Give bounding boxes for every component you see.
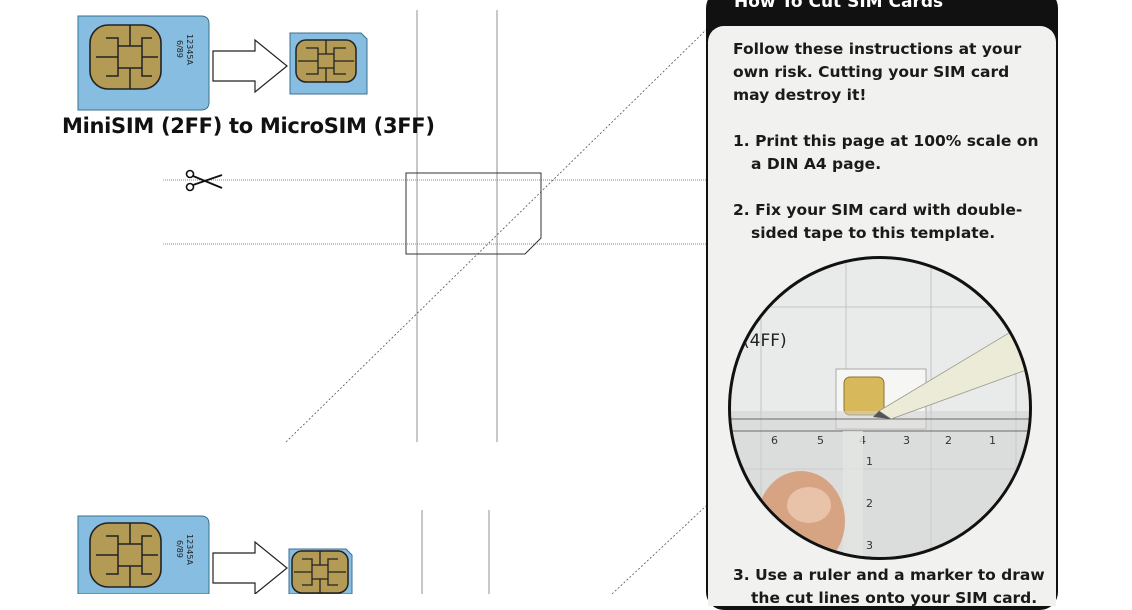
photo-label: (4FF) (743, 331, 787, 351)
panel-title: How To Cut SIM Cards (734, 0, 944, 12)
arrow-right-icon (212, 540, 288, 594)
minisim-card-illustration-bottom (77, 515, 210, 594)
arrow-right-icon (212, 38, 288, 94)
nanosim-card-illustration (288, 548, 353, 594)
step-3: 3. Use a ruler and a marker to draw the … (733, 566, 1045, 607)
ruler-number: 3 (866, 539, 873, 552)
sim-card-date: 6/89 (175, 40, 184, 58)
step-2: 2. Fix your SIM card with double-sided t… (733, 201, 1023, 242)
ruler-number: 1 (989, 434, 996, 447)
conversion-title: MiniSIM (2FF) to MicroSIM (3FF) (62, 114, 435, 138)
minisim-card-illustration (77, 15, 210, 111)
sim-card-number: 12345A (185, 34, 194, 65)
ruler-number: 6 (771, 434, 778, 447)
sim-card-date: 6/89 (175, 540, 184, 558)
ruler-number: 5 (817, 434, 824, 447)
instruction-photo: 6 5 4 3 2 1 1 2 3 (4FF) (728, 256, 1032, 560)
intro-text: Follow these instructions at your own ri… (733, 40, 1022, 104)
cut-line-diagonal (611, 505, 707, 594)
cut-line-diagonal (285, 23, 713, 443)
scissors-icon (185, 169, 223, 192)
ruler-number: 3 (903, 434, 910, 447)
ruler-number: 2 (866, 497, 873, 510)
microsim-outline (405, 172, 542, 255)
sim-card-number: 12345A (185, 534, 194, 565)
ruler-number: 1 (866, 455, 873, 468)
microsim-card-illustration (289, 32, 368, 95)
step-1: 1. Print this page at 100% scale on a DI… (733, 132, 1039, 173)
ruler-number: 2 (945, 434, 952, 447)
template-guides: 12345A 6/89 12345A 6/89 (77, 10, 713, 594)
